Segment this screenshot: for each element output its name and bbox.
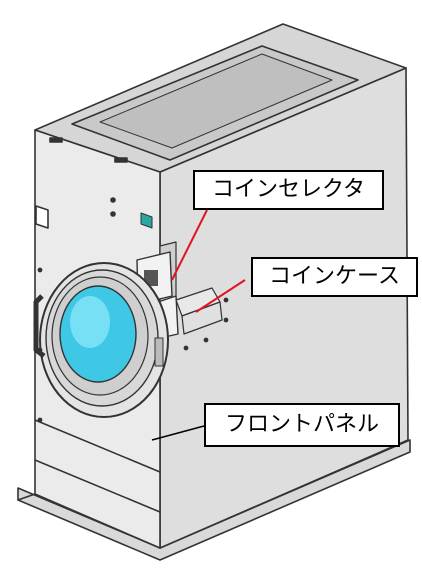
leader-coin-case (195, 279, 246, 313)
label-coin-case: コインケース (251, 257, 418, 297)
door-handle (33, 294, 46, 358)
leader-coin-selector (171, 209, 208, 281)
display-panel (140, 212, 153, 229)
label-coin-selector: コインセレクタ (193, 170, 384, 210)
label-front-panel: フロントパネル (204, 403, 400, 447)
leader-front-panel (151, 425, 205, 441)
